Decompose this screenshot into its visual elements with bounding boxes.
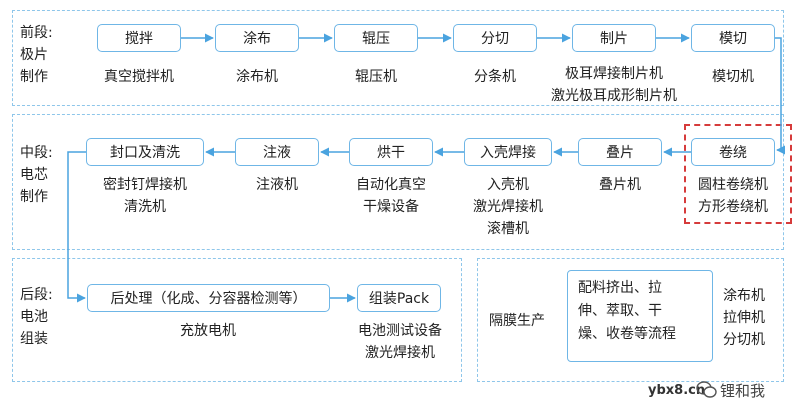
- equipment-injection: 注液机: [256, 177, 298, 193]
- separator-process-box: 配料挤出、拉 伸、萃取、干 燥、收卷等流程: [567, 270, 713, 362]
- winding-highlight-frame: [684, 124, 792, 224]
- step-box-rolling: 辊压: [334, 24, 418, 52]
- stage-back-container: [12, 258, 462, 382]
- equipment-stacking: 叠片机: [599, 177, 641, 193]
- equipment-tab-making: 极耳焊接制片机 激光极耳成形制片机: [551, 66, 677, 104]
- equipment-slitting: 分条机: [474, 69, 516, 85]
- step-box-winding: 卷绕: [691, 138, 775, 166]
- step-box-drying: 烘干: [349, 138, 433, 166]
- equipment-mixing: 真空搅拌机: [104, 69, 174, 85]
- arrow-sealing-to-postprocess: [67, 151, 86, 303]
- equipment-pack-assembly: 电池测试设备 激光焊接机: [358, 323, 442, 361]
- step-box-post-processing: 后处理（化成、分容器检测等）: [87, 284, 330, 312]
- equipment-casing-welding: 入壳机 激光焊接机 滚槽机: [473, 177, 543, 237]
- equipment-drying: 自动化真空 干燥设备: [356, 177, 426, 215]
- equipment-winding: 圆柱卷绕机 方形卷绕机: [698, 177, 768, 215]
- step-box-casing-welding: 入壳焊接: [464, 138, 552, 166]
- stage-front-container: [12, 10, 784, 106]
- watermark-url: ybx8.cn: [648, 383, 706, 398]
- stage-back-label: 后段: 电池 组装: [20, 287, 53, 347]
- separator-label: 隔膜生产: [489, 313, 545, 329]
- step-box-sealing-cleaning: 封口及清洗: [86, 138, 204, 166]
- step-box-pack-assembly: 组装Pack: [357, 284, 441, 312]
- step-box-die-cutting: 模切: [691, 24, 775, 52]
- equipment-die-cutting: 模切机: [712, 69, 754, 85]
- stage-front-label: 前段: 极片 制作: [20, 25, 53, 85]
- stage-middle-container: [12, 114, 784, 250]
- equipment-rolling: 辊压机: [355, 69, 397, 85]
- step-box-mixing: 搅拌: [97, 24, 181, 52]
- wechat-logo-icon: [696, 381, 717, 398]
- equipment-sealing-cleaning: 密封钉焊接机 清洗机: [103, 177, 187, 215]
- step-box-stacking: 叠片: [578, 138, 662, 166]
- step-box-coating: 涂布: [215, 24, 299, 52]
- equipment-post-processing: 充放电机: [180, 323, 236, 339]
- stage-separator-container: [477, 258, 784, 382]
- stage-middle-label: 中段: 电芯 制作: [20, 145, 53, 205]
- arrow-diecut-to-winding: [775, 37, 786, 155]
- step-box-injection: 注液: [235, 138, 319, 166]
- step-box-slitting: 分切: [453, 24, 537, 52]
- separator-equipment: 涂布机 拉伸机 分切机: [723, 288, 765, 348]
- watermark-brand: 锂和我: [720, 382, 766, 400]
- step-box-tab-making: 制片: [572, 24, 656, 52]
- equipment-coating: 涂布机: [236, 69, 278, 85]
